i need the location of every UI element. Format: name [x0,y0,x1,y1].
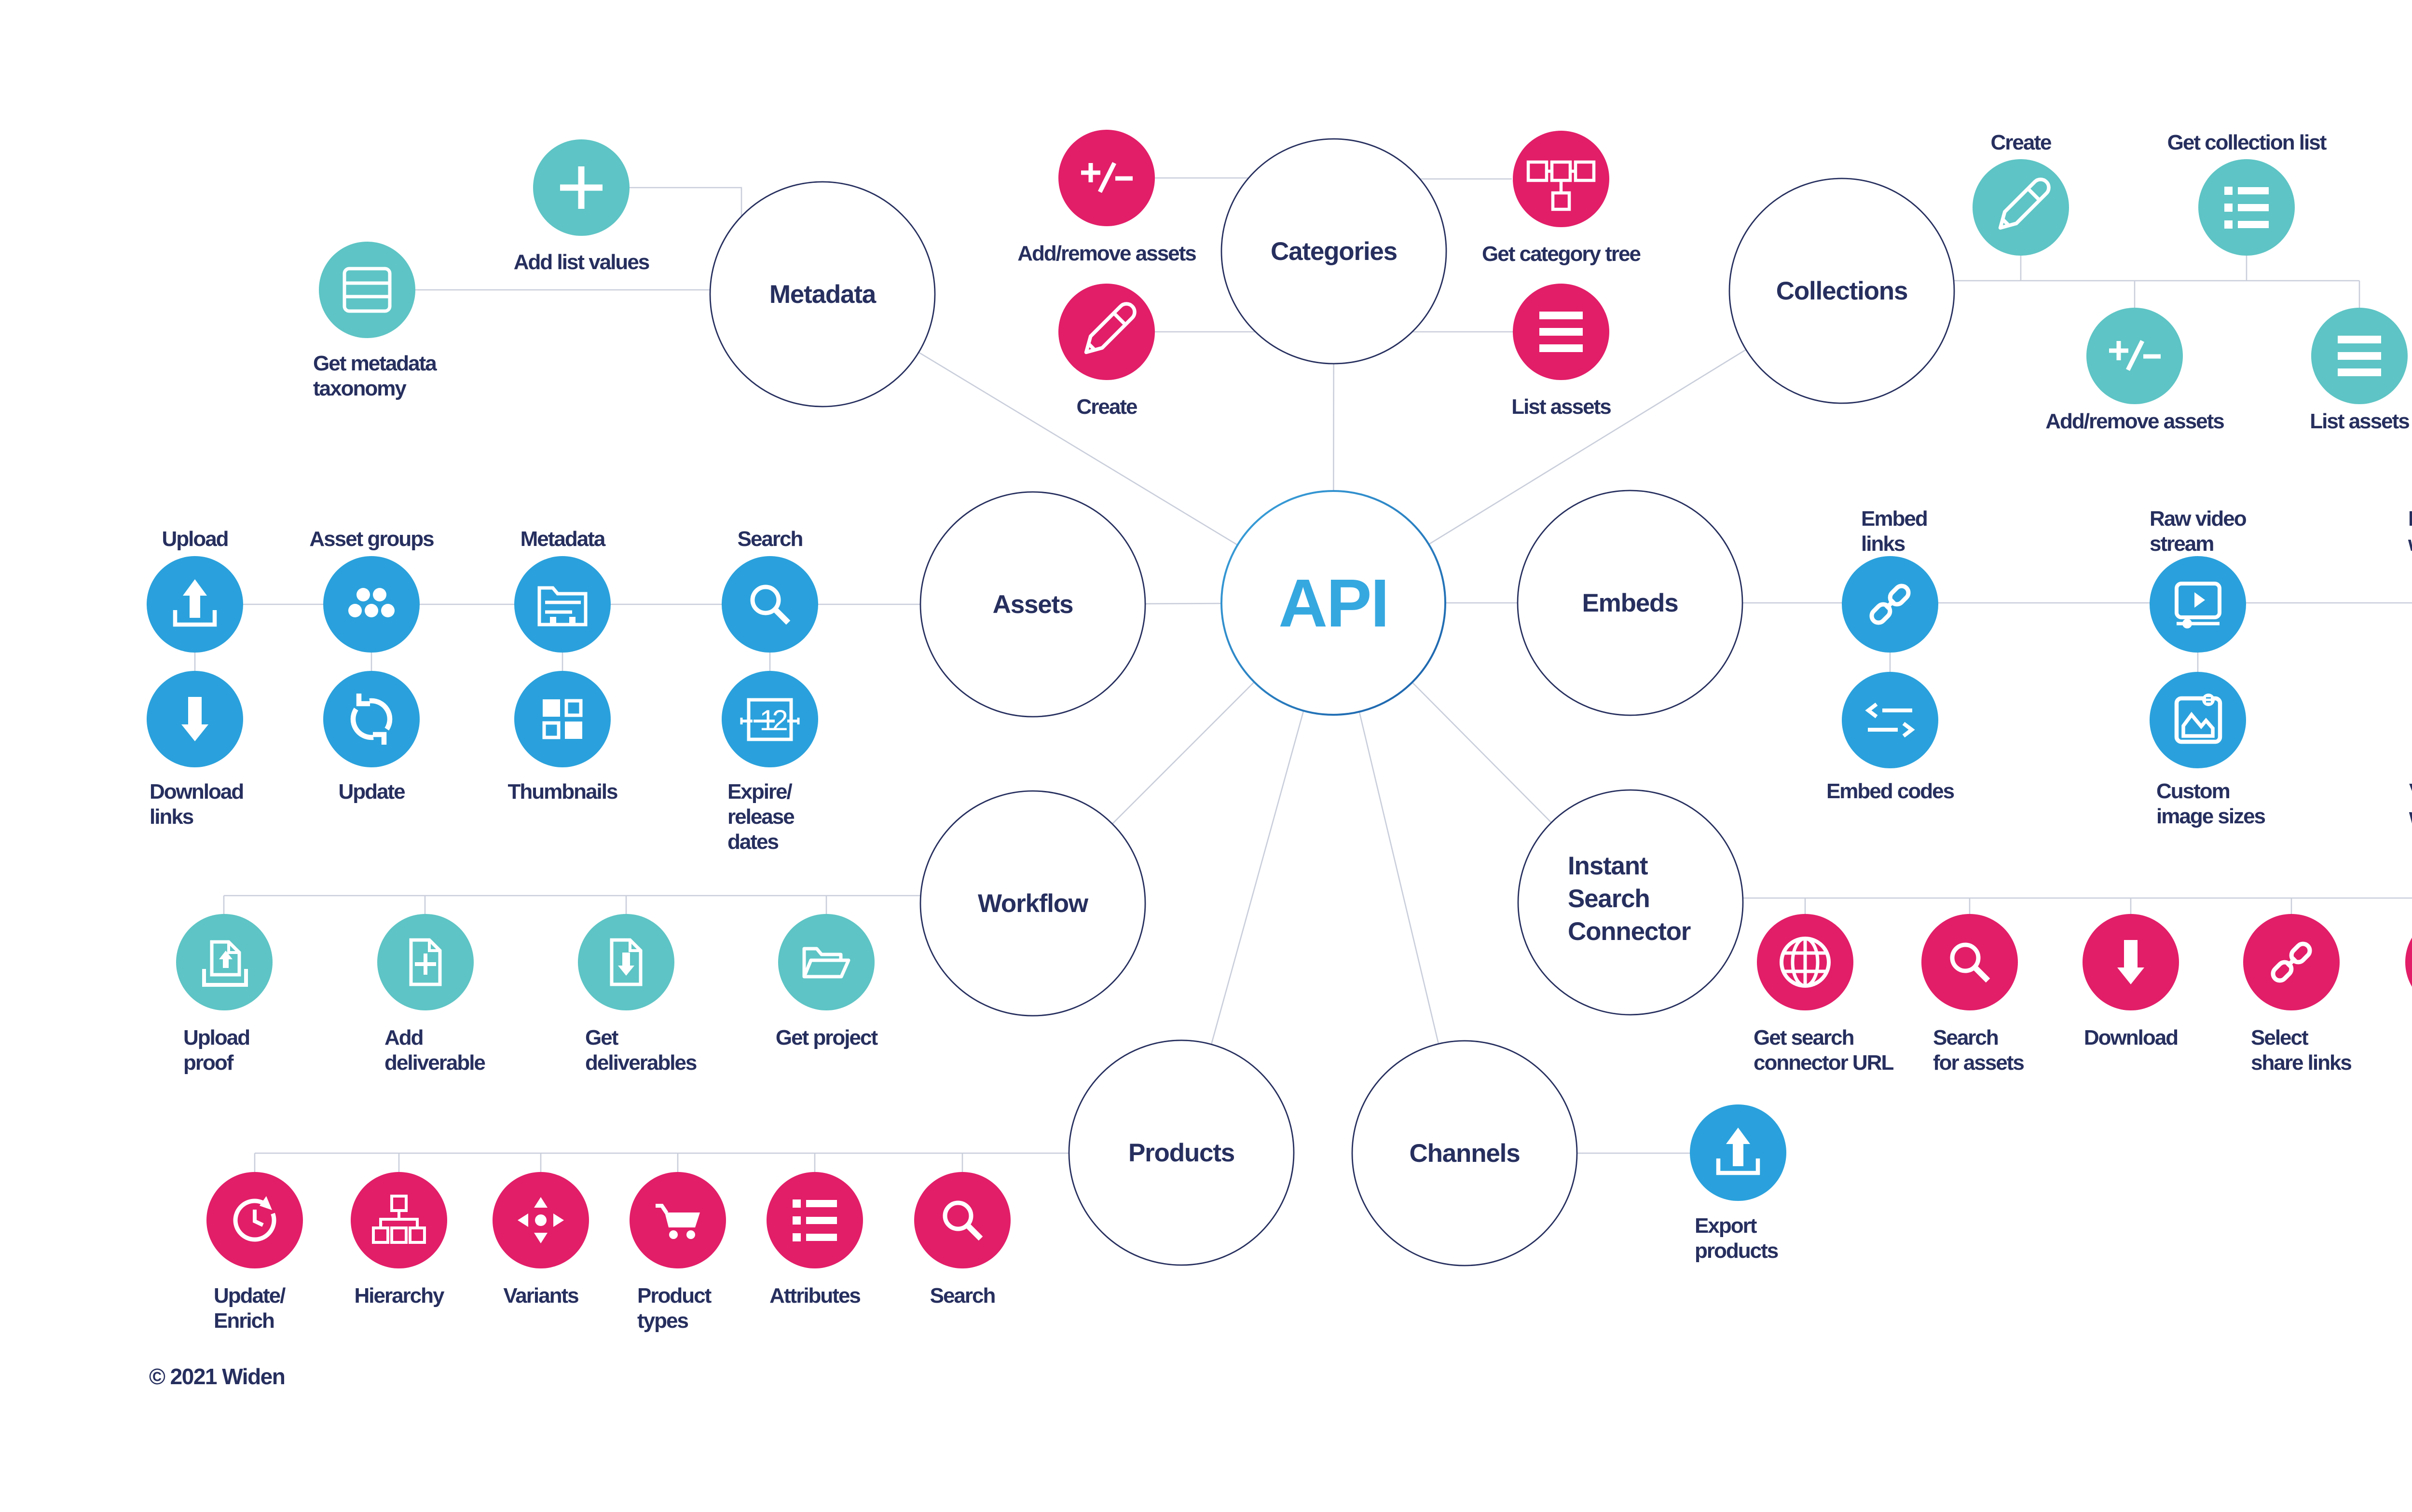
svg-text:Get: Get [585,1026,619,1049]
svg-text:Download: Download [150,780,243,804]
svg-text:deliverable: deliverable [384,1051,485,1075]
svg-text:Collections: Collections [1776,277,1907,305]
svg-text:Get search: Get search [1754,1026,1854,1049]
svg-text:Create: Create [1077,395,1137,419]
svg-text:Embed: Embed [1861,507,1927,531]
svg-text:Channels: Channels [1410,1139,1520,1168]
svg-text:Update: Update [338,780,405,804]
svg-text:Create: Create [1991,131,2051,154]
svg-text:Video: Video [2409,779,2412,803]
svg-text:List assets: List assets [2310,409,2409,433]
svg-text:types: types [637,1309,688,1333]
svg-text:stream: stream [2150,532,2213,556]
svg-text:Search: Search [738,527,803,551]
svg-text:Get collection list: Get collection list [2167,131,2327,154]
svg-text:share links: share links [2251,1051,2351,1075]
svg-text:proof: proof [183,1051,234,1075]
svg-text:Instant: Instant [1568,852,1648,880]
svg-text:Embeds: Embeds [1582,589,1678,617]
svg-text:Asset groups: Asset groups [309,527,434,551]
svg-text:List assets: List assets [1511,395,1611,419]
svg-text:Metadata: Metadata [521,527,606,551]
svg-text:dates: dates [727,830,778,854]
svg-text:Metadata: Metadata [769,280,877,309]
svg-text:for assets: for assets [1933,1051,2024,1075]
svg-text:Export: Export [1695,1214,1757,1238]
svg-text:links: links [1861,532,1905,556]
svg-text:Embed codes: Embed codes [1826,779,1954,803]
svg-text:taxonomy: taxonomy [313,377,407,400]
svg-text:Add: Add [384,1026,423,1049]
svg-text:Get category tree: Get category tree [1482,242,1640,266]
svg-text:Select: Select [2251,1026,2309,1049]
svg-text:Variants: Variants [503,1284,578,1308]
svg-text:Add/remove assets: Add/remove assets [1017,242,1196,265]
svg-text:Upload: Upload [183,1026,249,1049]
svg-text:Categories: Categories [1271,237,1397,266]
svg-text:Custom: Custom [2156,779,2230,803]
svg-text:Get metadata: Get metadata [313,352,437,375]
svg-text:Add list values: Add list values [514,250,649,274]
svg-text:Search: Search [1568,885,1650,913]
svg-text:Hierarchy: Hierarchy [354,1284,445,1308]
svg-text:image sizes: image sizes [2156,804,2265,828]
svg-text:Assets: Assets [993,590,1073,619]
svg-text:Upload: Upload [162,527,228,551]
svg-text:products: products [1695,1239,1778,1263]
svg-text:API: API [1278,565,1388,641]
svg-text:Add/remove assets: Add/remove assets [2045,409,2224,433]
svg-text:Get project: Get project [776,1026,878,1049]
svg-text:Search: Search [1933,1026,1998,1049]
svg-text:Products: Products [1128,1139,1234,1167]
svg-text:Connector: Connector [1568,917,1691,946]
svg-text:Thumbnails: Thumbnails [508,780,617,804]
svg-text:Expire/: Expire/ [727,780,793,804]
svg-text:Search: Search [930,1284,995,1308]
svg-text:Raw video: Raw video [2150,507,2247,531]
svg-text:release: release [727,805,794,829]
svg-text:Update/: Update/ [214,1284,286,1308]
svg-text:links: links [150,805,193,829]
svg-text:with viewer: with viewer [2408,532,2412,556]
svg-text:Workflow: Workflow [978,889,1089,918]
svg-text:Enrich: Enrich [214,1309,274,1333]
svg-text:Download: Download [2084,1026,2178,1049]
svg-text:deliverables: deliverables [585,1051,697,1075]
svg-text:connector URL: connector URL [1754,1051,1893,1075]
svg-text:Attributes: Attributes [769,1284,860,1308]
svg-text:with player: with player [2409,804,2412,828]
svg-text:Product: Product [637,1284,712,1308]
svg-text:© 2021 Widen: © 2021 Widen [149,1364,285,1389]
svg-text:Documents: Documents [2408,507,2412,531]
